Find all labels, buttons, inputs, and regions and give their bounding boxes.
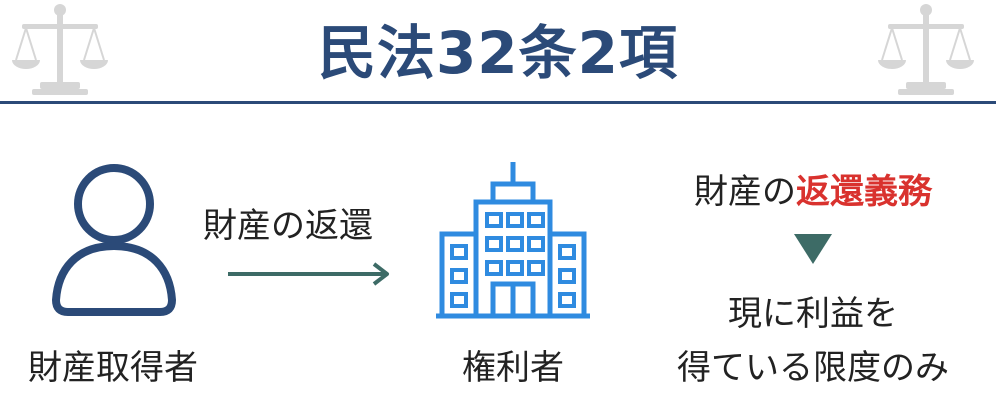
right-arrow-icon [228,262,389,286]
duty-line-2: 得ている限度のみ [677,348,949,388]
duty-prefix: 財産の [694,172,796,212]
duty-line-1: 現に利益を [728,294,898,334]
arrow-label: 財産の返還 [203,206,373,246]
down-triangle-icon [794,234,832,264]
page-title: 民法32条2項 [317,19,679,87]
duty-highlight: 返還義務 [796,172,932,212]
duty-heading: 財産の返還義務 [630,164,996,213]
title-divider [0,101,996,104]
rights-holder-label: 権利者 [462,348,564,388]
person-icon [52,164,176,316]
acquirer-label: 財産取得者 [28,348,198,388]
scales-of-justice-icon [878,4,974,95]
scales-of-justice-icon [12,4,108,95]
office-building-icon [436,162,590,319]
